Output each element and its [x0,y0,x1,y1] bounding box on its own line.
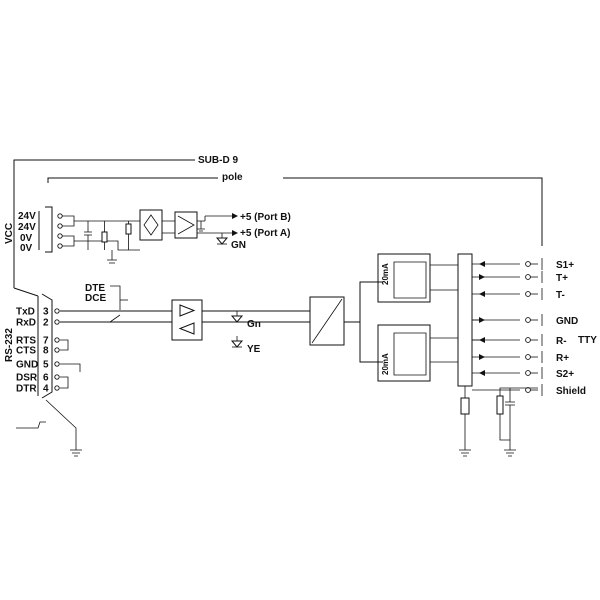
rs232-pin-terminal [54,347,60,353]
tty-terminal-label: R+ [556,353,569,364]
rs232-pin-terminal [54,308,60,314]
led-gn-label: Gn [247,319,261,330]
current-label-2: 20mA [381,353,390,375]
protection-bus [457,253,480,457]
tty-terminal-label: T+ [556,273,568,284]
rs232-pin-number: 6 [43,373,49,384]
rs232-pin-terminal [54,385,60,391]
tty-terminal [525,317,531,323]
tty-terminal-label: R- [556,336,567,347]
tty-label: TTY [578,335,597,346]
tty-arrow [479,291,485,297]
rs232-pin-number: 8 [43,346,49,357]
rs232-pin-name: RxD [16,318,36,329]
dte-label: DTE [85,283,105,294]
port-a-label: +5 (Port A) [240,228,290,239]
dce-label: DCE [85,293,106,304]
tty-terminal [525,337,531,343]
tty-terminal-label: S1+ [556,260,574,271]
rs232-wiring [16,281,383,457]
tty-arrow [479,337,485,343]
supply-pin-label-1: 24V [18,211,36,222]
pole-label: pole [222,172,243,183]
shield-network [496,387,538,457]
rs232-pin-name: CTS [16,346,36,357]
current-loop-blocks [377,253,458,382]
led-ye-label: YE [247,344,261,355]
tty-arrow [479,317,485,323]
tty-terminal-label: S2+ [556,369,574,380]
rs232-label: RS-232 [4,328,15,362]
tty-arrow [479,370,485,376]
tty-arrow [479,354,485,360]
rs232-pin-name: DSR [16,373,38,384]
rs232-pin-terminal [54,374,60,380]
rs232-connector [13,287,53,399]
port-b-label: +5 (Port B) [240,212,291,223]
rs232-pin-number: 2 [43,318,49,329]
tty-arrow [479,261,485,267]
supply-wiring [57,209,238,264]
tty-terminal [525,354,531,360]
rs232-pin-name: GND [16,360,38,371]
rs232-pin-number: 7 [43,336,49,347]
tty-terminal [525,261,531,267]
rs232-pin-terminal [54,319,60,325]
tty-terminal [525,274,531,280]
header-brackets [13,159,543,288]
current-label-1: 20mA [381,263,390,285]
rs232-pin-number: 5 [43,360,49,371]
tty-terminal-label: GND [556,316,578,327]
tty-terminal-label: T- [556,290,565,301]
rs232-pin-name: TxD [16,307,35,318]
tty-terminal [525,370,531,376]
supply-pin-label-3: 0V [20,233,33,244]
supply-pin-label-4: 0V [20,243,33,254]
rs232-pin-number: 4 [43,384,49,395]
tty-arrow [479,274,485,280]
vcc-label: VCC [4,223,15,244]
rs232-pin-terminal [54,361,60,367]
subd-label: SUB-D 9 [198,155,238,166]
tty-terminal-label: Shield [556,386,586,397]
rs232-pin-number: 3 [43,307,49,318]
rs232-pin-terminal [54,337,60,343]
supply-led-label: GN [231,240,246,251]
tty-terminal [525,291,531,297]
supply-pin-label-2: 24V [18,222,36,233]
rs232-pin-name: RTS [16,336,36,347]
supply-connector [38,206,53,253]
rs232-pin-name: DTR [16,384,37,395]
